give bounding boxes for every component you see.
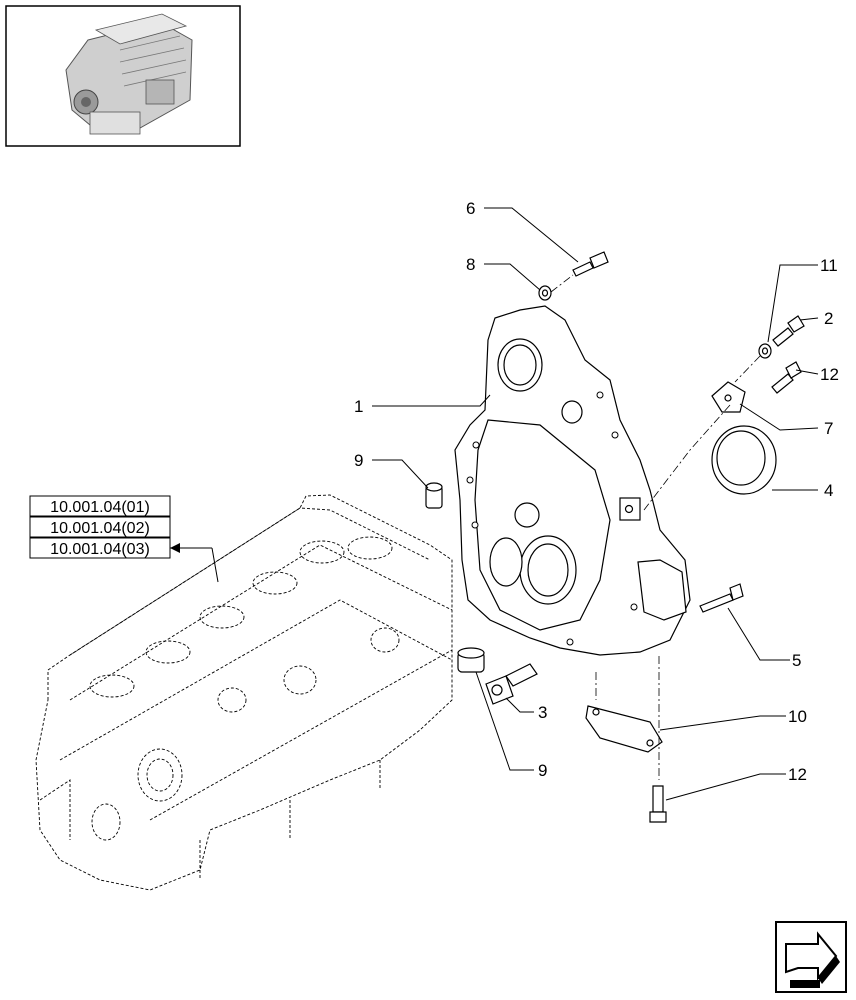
- callout-2: 2: [824, 309, 833, 328]
- callout-10: 10: [788, 707, 807, 726]
- next-page-arrow-icon: [785, 931, 840, 988]
- callout-12-lower: 12: [788, 765, 807, 784]
- callout-3: 3: [538, 703, 547, 722]
- part-12-upper-bolt: [771, 361, 802, 394]
- leader-lines: [170, 207, 819, 801]
- part-8-washer: [538, 285, 552, 301]
- engine-block: [35, 494, 453, 891]
- callout-4: 4: [824, 481, 833, 500]
- callout-8: 8: [466, 255, 475, 274]
- flywheel-housing: [454, 305, 691, 656]
- assembly-lines: [550, 274, 761, 780]
- callout-7: 7: [824, 419, 833, 438]
- part-11-washer: [758, 343, 772, 359]
- part-9-upper-bushing: [425, 482, 443, 509]
- callout-6: 6: [466, 199, 475, 218]
- callout-9-lower: 9: [538, 761, 547, 780]
- part-2-bolt: [772, 315, 805, 347]
- part-7-flange: [711, 381, 746, 413]
- callout-1: 1: [354, 397, 363, 416]
- callout-labels: 6 8 11 2 12 1 7 9 4 5 3 10 9 12: [354, 199, 839, 784]
- part-5-stud: [699, 583, 744, 613]
- callout-9-upper: 9: [354, 451, 363, 470]
- callout-5: 5: [792, 651, 801, 670]
- reference-link-2[interactable]: 10.001.04(02): [50, 520, 150, 537]
- part-9-lower-bushing: [457, 647, 485, 673]
- callout-12-upper: 12: [820, 365, 839, 384]
- part-12-lower-bolt: [649, 785, 667, 823]
- part-3-screw: [485, 663, 538, 705]
- part-6-bolt: [572, 251, 609, 277]
- part-10-cover-plate: [585, 705, 663, 753]
- reference-boxes[interactable]: 10.001.04(01) 10.001.04(02) 10.001.04(03…: [29, 495, 171, 559]
- next-page-button[interactable]: [775, 921, 847, 993]
- engine-thumbnail[interactable]: [5, 5, 241, 147]
- reference-link-1[interactable]: 10.001.04(01): [50, 499, 150, 516]
- engine-thumbnail-icon: [65, 13, 193, 135]
- part-4-seal-ring: [711, 425, 777, 495]
- reference-link-3[interactable]: 10.001.04(03): [50, 541, 150, 558]
- callout-11: 11: [820, 256, 838, 275]
